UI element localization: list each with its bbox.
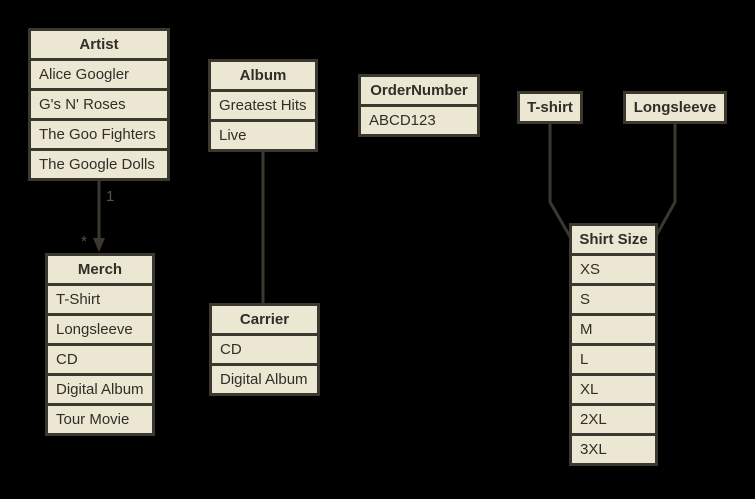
- entity-merch-row: CD: [48, 343, 152, 373]
- connector-label-multiplicity-many: *: [81, 233, 87, 250]
- arrowhead-icon: [93, 238, 105, 252]
- entity-album-title: Album: [211, 62, 315, 89]
- connector-tshirt-shirtsize: [548, 124, 578, 248]
- entity-shirtsize-row: M: [572, 313, 655, 343]
- entity-ordernumber-row: ABCD123: [361, 104, 477, 134]
- entity-ordernumber-title: OrderNumber: [361, 77, 477, 104]
- entity-merch-row: Longsleeve: [48, 313, 152, 343]
- entity-album-row: Greatest Hits: [211, 89, 315, 119]
- entity-longsleeve: Longsleeve: [623, 91, 727, 124]
- entity-shirtsize-row: XS: [572, 253, 655, 283]
- entity-shirtsize-row: XL: [572, 373, 655, 403]
- entity-artist-row: Alice Googler: [31, 58, 167, 88]
- entity-shirtsize-row: L: [572, 343, 655, 373]
- entity-artist-row: G's N' Roses: [31, 88, 167, 118]
- entity-tshirt-title: T-shirt: [520, 94, 580, 121]
- entity-album-row: Live: [211, 119, 315, 149]
- connector-label-multiplicity-one: 1: [106, 188, 114, 205]
- entity-carrier-row: CD: [212, 333, 317, 363]
- entity-artist-title: Artist: [31, 31, 167, 58]
- entity-merch-row: T-Shirt: [48, 283, 152, 313]
- entity-merch-row: Tour Movie: [48, 403, 152, 433]
- entity-artist-row: The Google Dolls: [31, 148, 167, 178]
- entity-shirtsize-row: 2XL: [572, 403, 655, 433]
- entity-shirtsize-title: Shirt Size: [572, 226, 655, 253]
- entity-tshirt: T-shirt: [517, 91, 583, 124]
- entity-merch-row: Digital Album: [48, 373, 152, 403]
- entity-shirtsize-row: S: [572, 283, 655, 313]
- entity-longsleeve-title: Longsleeve: [626, 94, 724, 121]
- entity-carrier-title: Carrier: [212, 306, 317, 333]
- entity-artist-row: The Goo Fighters: [31, 118, 167, 148]
- entity-carrier-row: Digital Album: [212, 363, 317, 393]
- connector-longsleeve-shirtsize: [649, 124, 677, 246]
- entity-shirtsize-row: 3XL: [572, 433, 655, 463]
- entity-merch-title: Merch: [48, 256, 152, 283]
